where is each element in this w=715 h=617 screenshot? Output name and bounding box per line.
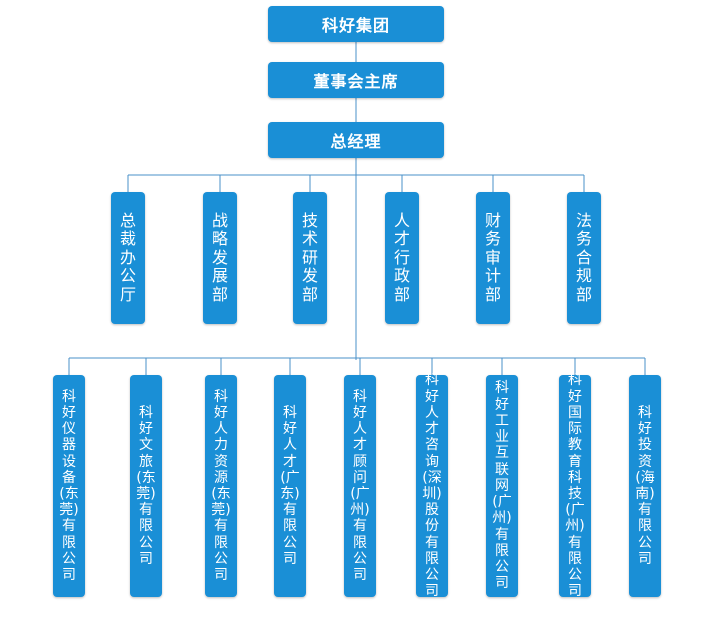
node-sub-talent-consulting-guangzhou: 科好人才顾问(广州)有限公司 bbox=[344, 375, 376, 597]
node-dept-rnd: 技术研发部 bbox=[293, 192, 327, 324]
node-dept-legal: 法务合规部 bbox=[567, 192, 601, 324]
node-sub-instruments: 科好仪器设备(东莞)有限公司 bbox=[53, 375, 85, 597]
node-general-manager: 总经理 bbox=[268, 122, 444, 158]
node-sub-culture-tourism: 科好文旅(东莞)有限公司 bbox=[130, 375, 162, 597]
node-chairman: 董事会主席 bbox=[268, 62, 444, 98]
node-dept-finance-audit: 财务审计部 bbox=[476, 192, 510, 324]
node-sub-international-education: 科好国际教育科技(广州)有限公司 bbox=[559, 372, 591, 599]
node-sub-talent-guangdong: 科好人才(广东)有限公司 bbox=[274, 375, 306, 597]
node-sub-human-resources: 科好人力资源(东莞)有限公司 bbox=[205, 375, 237, 597]
node-dept-strategy: 战略发展部 bbox=[203, 192, 237, 324]
node-dept-president-office: 总裁办公厅 bbox=[111, 192, 145, 324]
node-dept-hr-admin: 人才行政部 bbox=[385, 192, 419, 324]
node-sub-industrial-internet: 科好工业互联网(广州)有限公司 bbox=[486, 375, 518, 597]
node-sub-investment-hainan: 科好投资(海南)有限公司 bbox=[629, 375, 661, 597]
node-group: 科好集团 bbox=[268, 6, 444, 42]
node-sub-talent-consulting-shenzhen: 科好人才咨询(深圳)股份有限公司 bbox=[416, 372, 448, 599]
